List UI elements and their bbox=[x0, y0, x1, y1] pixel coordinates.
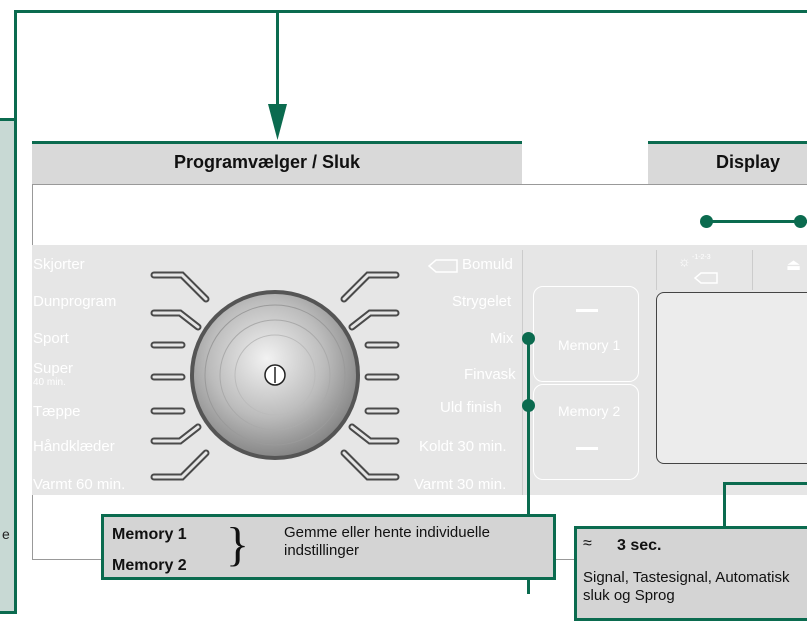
arrow-left-icon bbox=[694, 272, 718, 284]
callout-memory-2-label: Memory 2 bbox=[112, 557, 187, 574]
program-finvask: Finvask bbox=[464, 366, 516, 383]
program-super: Super bbox=[33, 360, 74, 377]
program-haandklaeder: Håndklæder bbox=[33, 438, 115, 455]
programmer-header: Programvælger / Sluk bbox=[32, 141, 522, 184]
display-connector-dot-left bbox=[700, 215, 713, 228]
iron-icon: ⏏ bbox=[786, 257, 802, 274]
minus-icon bbox=[576, 447, 598, 450]
arrow-down-icon bbox=[268, 104, 287, 140]
display-top-strip bbox=[656, 250, 807, 290]
memory-2-label: Memory 2 bbox=[558, 403, 621, 419]
memory-button-area bbox=[522, 250, 807, 495]
program-varmt-30: Varmt 30 min. bbox=[414, 476, 507, 493]
connector-left-vertical bbox=[14, 10, 17, 120]
program-uld-finish: Uld finish bbox=[440, 399, 502, 416]
program-dunprogram: Dunprogram bbox=[33, 293, 117, 310]
settings-connector-vertical bbox=[723, 482, 726, 528]
program-strygelet: Strygelet bbox=[452, 293, 512, 310]
memory-1-label: Memory 1 bbox=[558, 337, 621, 353]
connector-top-horizontal bbox=[14, 10, 807, 13]
programmer-title: Programvælger / Sluk bbox=[174, 152, 361, 172]
program-super-duration: 40 min. bbox=[33, 377, 66, 388]
memory-connector-line bbox=[527, 338, 530, 594]
connector-down-to-programmer bbox=[276, 10, 279, 110]
display-connector-line bbox=[706, 220, 807, 223]
settings-title: 3 sec. bbox=[617, 537, 662, 554]
settings-connector-horizontal bbox=[723, 482, 807, 485]
memory-1-connector-dot bbox=[522, 332, 535, 345]
minus-icon bbox=[576, 309, 598, 312]
settings-callout: ≈ 3 sec. Signal, Tastesignal, Automatisk… bbox=[574, 526, 807, 621]
program-sport: Sport bbox=[33, 330, 69, 347]
program-koldt-30: Koldt 30 min. bbox=[419, 438, 507, 455]
display-header: Display bbox=[648, 141, 807, 184]
curly-brace-icon: } bbox=[226, 518, 250, 571]
program-taeppe: Tæppe bbox=[33, 403, 81, 420]
program-bomuld: Bomuld bbox=[462, 256, 513, 273]
delay-hours-label: -1-2-3 bbox=[692, 254, 711, 261]
display-connector-dot-right bbox=[794, 215, 807, 228]
program-mix: Mix bbox=[490, 330, 514, 347]
callout-memory-text: Gemme eller hente individuelle indstilli… bbox=[284, 524, 490, 559]
delay-sun-icon: ☼ bbox=[678, 253, 691, 269]
memory-1-button[interactable]: Memory 1 bbox=[533, 286, 639, 382]
display-divider bbox=[752, 250, 753, 290]
callout-memory-1-label: Memory 1 bbox=[112, 526, 187, 543]
display-screen bbox=[656, 292, 807, 464]
program-varmt-60: Varmt 60 min. bbox=[33, 476, 126, 493]
settings-text: Signal, Tastesignal, Automatisk sluk og … bbox=[583, 569, 790, 604]
settings-key-icon: ≈ bbox=[583, 535, 592, 552]
program-selector-dial[interactable] bbox=[140, 255, 410, 495]
program-skjorter: Skjorter bbox=[33, 256, 85, 273]
left-panel-fragment: e bbox=[2, 526, 10, 542]
display-title: Display bbox=[716, 152, 781, 172]
memory-2-button[interactable]: Memory 2 bbox=[533, 384, 639, 480]
memory-callout: Memory 1 Memory 2 } Gemme eller hente in… bbox=[101, 514, 556, 580]
cotton-symbol-icon bbox=[428, 259, 458, 273]
memory-2-connector-dot bbox=[522, 399, 535, 412]
left-side-panel bbox=[0, 118, 17, 614]
